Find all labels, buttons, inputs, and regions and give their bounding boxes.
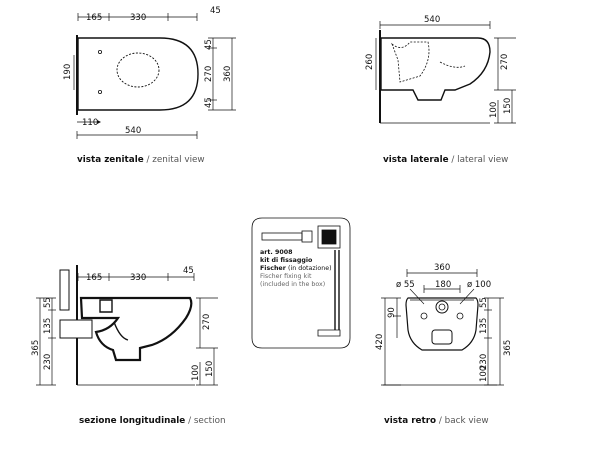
- back-caption-light: / back view: [436, 416, 489, 426]
- back-dim-d100: ø 100: [467, 280, 491, 290]
- section-dim-45: 45: [183, 266, 194, 276]
- kit-fischer: Fischer: [260, 265, 288, 272]
- kit-included-en: (included in the box): [260, 281, 325, 288]
- side-dim-260: 260: [365, 54, 375, 70]
- section-view-caption: sezione longitudinale / section: [79, 416, 226, 426]
- side-dim-100: 100: [489, 102, 499, 118]
- section-dim-150: 150: [205, 361, 215, 377]
- side-view-dimensions: 540 260 270 100 150: [365, 15, 513, 118]
- section-view-dimensions: 165 330 45 55 135 365 230 270 100 150: [31, 266, 215, 381]
- top-dim-540: 540: [125, 126, 141, 136]
- back-caption-bold: vista retro: [384, 416, 436, 426]
- top-dim-165: 165: [86, 13, 102, 23]
- top-dim-45-lower: 45: [204, 97, 214, 108]
- back-view-dimensions: 360 ø 55 180 ø 100 420 90 55 135 365 230…: [375, 263, 513, 382]
- section-caption-light: / section: [185, 416, 225, 426]
- top-dim-270: 270: [204, 66, 214, 82]
- side-dim-270: 270: [500, 54, 510, 70]
- back-dim-365: 365: [503, 340, 513, 356]
- back-dim-d55: ø 55: [396, 280, 415, 290]
- section-dim-270: 270: [202, 314, 212, 330]
- top-caption-bold: vista zenitale: [77, 155, 144, 165]
- section-dim-135: 135: [43, 318, 53, 334]
- top-view: [73, 13, 236, 139]
- top-dim-45: 45: [210, 6, 221, 16]
- top-dim-360: 360: [223, 66, 233, 82]
- back-dim-55: 55: [479, 297, 489, 308]
- section-dim-100: 100: [191, 365, 201, 381]
- section-dim-165: 165: [86, 273, 102, 283]
- kit-art-number: art. 9008: [260, 249, 292, 256]
- back-dim-180: 180: [435, 280, 451, 290]
- fixing-kit-note: art. 9008 kit di fissaggio Fischer (in d…: [260, 249, 332, 288]
- section-dim-330: 330: [130, 273, 146, 283]
- kit-fischer-line: Fischer (in dotazione): [260, 265, 332, 272]
- top-view-dimensions: 165 330 45 190 45 270 360 45 110 540: [63, 6, 233, 136]
- kit-included-it: (in dotazione): [288, 265, 332, 272]
- back-dim-420: 420: [375, 334, 385, 350]
- section-dim-55: 55: [43, 297, 53, 308]
- section-view: [36, 265, 218, 386]
- back-dim-230: 230: [479, 354, 489, 370]
- kit-name-it: kit di fissaggio: [260, 257, 313, 264]
- top-dim-190: 190: [63, 64, 73, 80]
- section-dim-230: 230: [43, 354, 53, 370]
- side-dim-540: 540: [424, 15, 440, 25]
- top-view-caption: vista zenitale / zenital view: [77, 155, 205, 165]
- fixing-kit-panel: [251, 217, 351, 349]
- kit-included-en-text: (included in the box): [260, 281, 325, 288]
- back-dim-135: 135: [479, 318, 489, 334]
- section-caption-bold: sezione longitudinale: [79, 416, 185, 426]
- side-dim-150: 150: [503, 98, 513, 114]
- side-caption-bold: vista laterale: [383, 155, 449, 165]
- top-caption-light: / zenital view: [144, 155, 205, 165]
- side-view: [375, 21, 516, 124]
- top-dim-45-upper: 45: [204, 39, 214, 50]
- back-view-caption: vista retro / back view: [384, 416, 489, 426]
- side-caption-light: / lateral view: [449, 155, 509, 165]
- side-view-caption: vista laterale / lateral view: [383, 155, 508, 165]
- section-dim-365: 365: [31, 340, 41, 356]
- top-dim-330: 330: [130, 13, 146, 23]
- back-dim-360: 360: [434, 263, 450, 273]
- back-dim-90: 90: [387, 307, 397, 318]
- kit-name-en: Fischer fixing kit: [260, 273, 312, 280]
- top-dim-110: 110: [82, 118, 98, 128]
- back-view: [381, 269, 504, 386]
- kit-name-en-text: Fischer fixing kit: [260, 273, 312, 280]
- back-dim-100: 100: [479, 366, 489, 382]
